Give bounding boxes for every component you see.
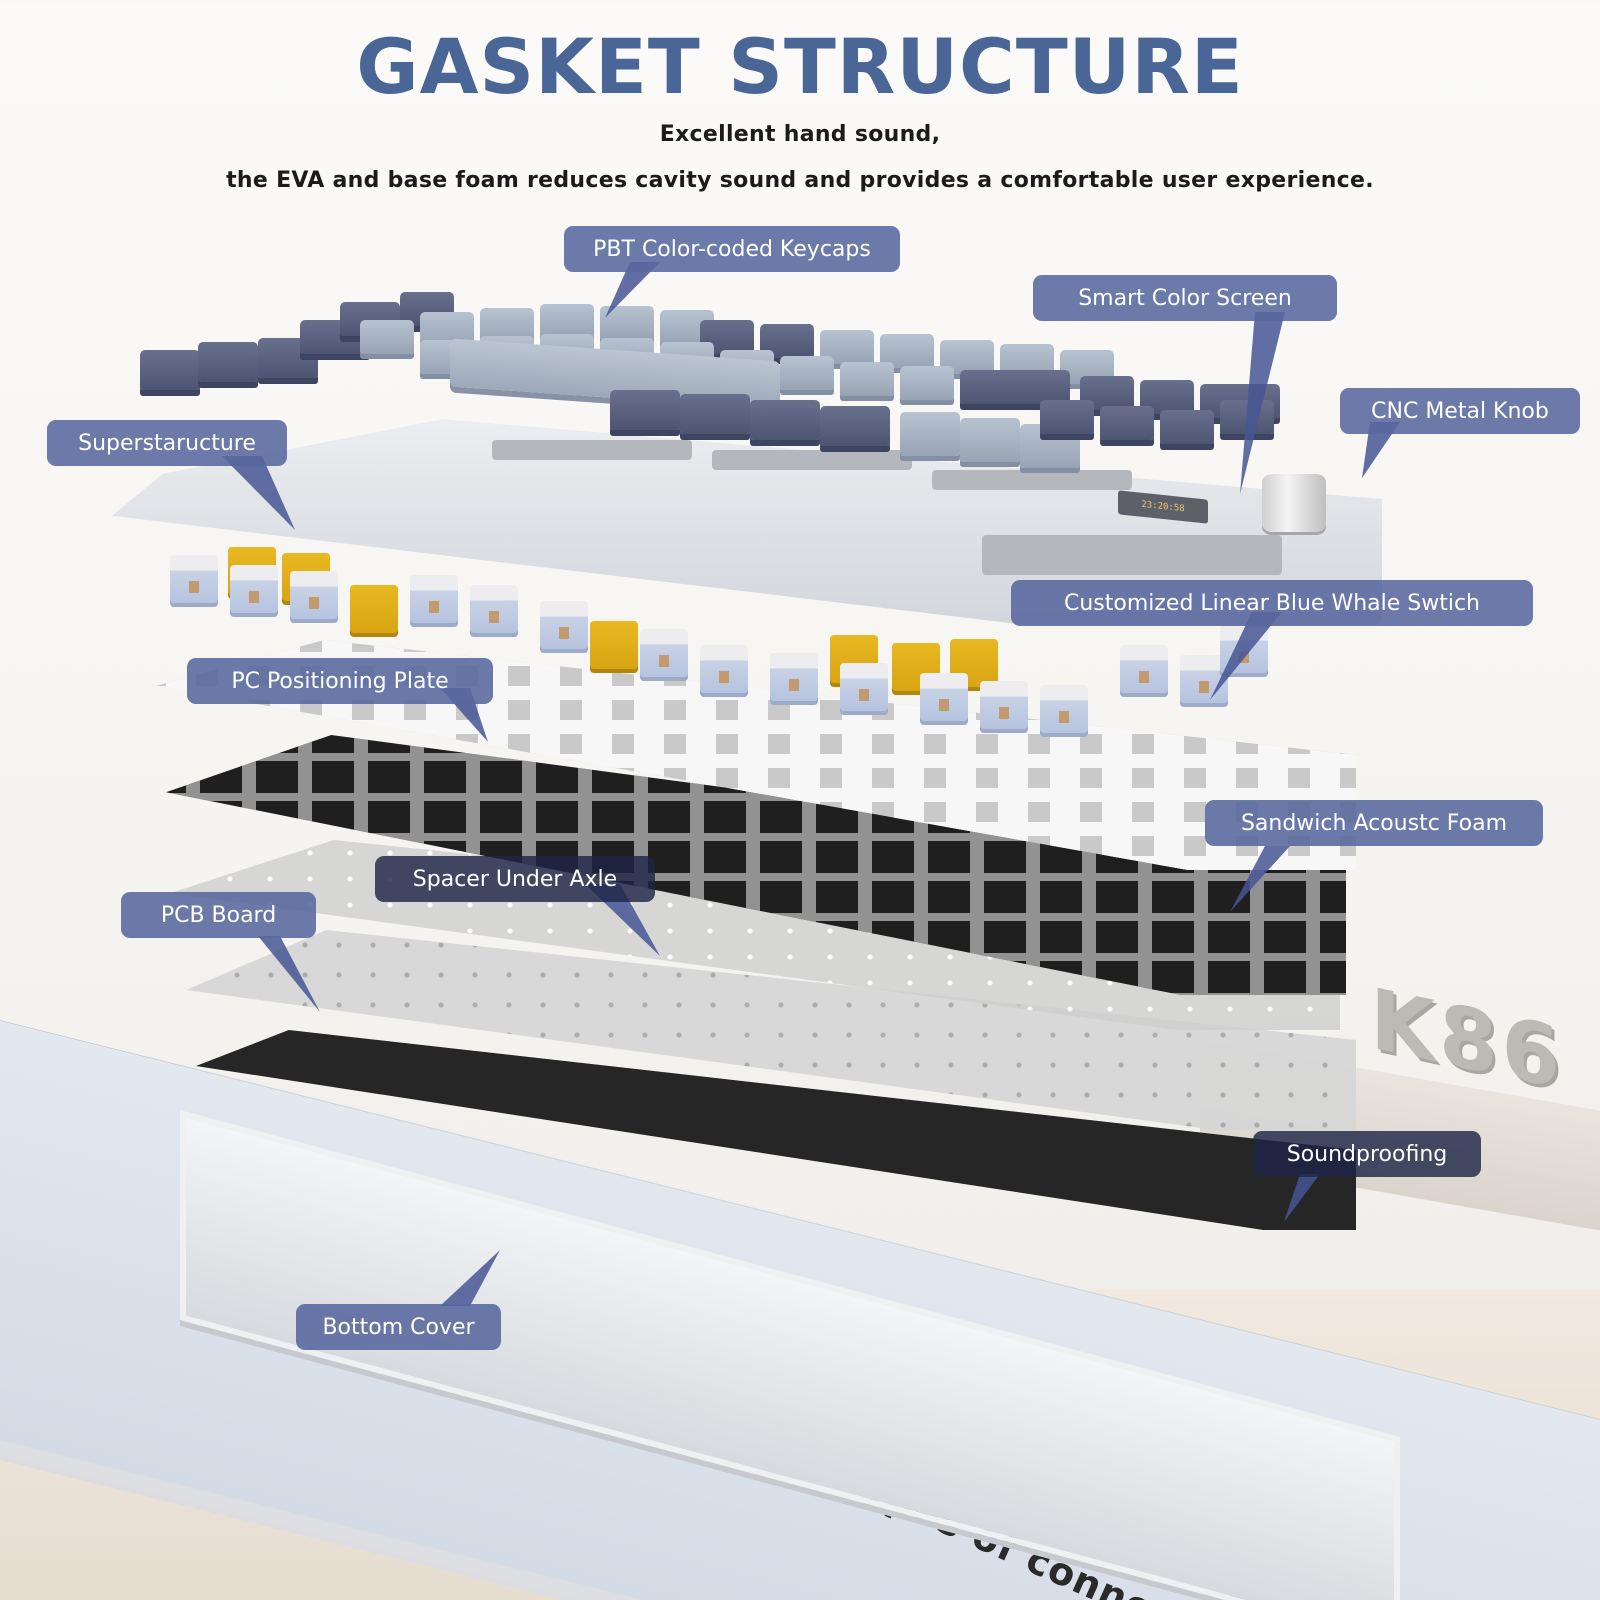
switch xyxy=(770,653,818,705)
keycap xyxy=(900,412,960,456)
frame-slot xyxy=(932,470,1132,490)
cnc-metal-knob xyxy=(1262,474,1326,532)
keycap xyxy=(750,400,820,440)
keycap xyxy=(1100,406,1154,440)
keycap xyxy=(540,304,594,338)
callout-soundproofing: Soundproofing xyxy=(1253,1131,1481,1177)
keycap xyxy=(820,406,890,446)
keycap xyxy=(610,390,680,430)
keycap xyxy=(960,418,1020,462)
superstructure-frame xyxy=(112,415,1382,625)
keycap xyxy=(1160,410,1214,444)
switch xyxy=(470,585,518,637)
stabilizer xyxy=(590,621,638,673)
callout-sandwich-acoustic-foam: Sandwich Acoustc Foam xyxy=(1205,800,1543,846)
switch xyxy=(540,601,588,653)
page-title: GASKET STRUCTURE xyxy=(356,22,1244,111)
switch xyxy=(170,555,218,607)
stabilizer xyxy=(350,585,398,637)
keycap xyxy=(960,370,1070,404)
callout-pcb-board: PCB Board xyxy=(121,892,316,938)
switch xyxy=(230,565,278,617)
keycap xyxy=(1040,400,1094,434)
frame-slot xyxy=(712,450,912,470)
switch xyxy=(410,575,458,627)
callout-keycaps: PBT Color-coded Keycaps xyxy=(564,226,900,272)
keycap xyxy=(360,320,414,354)
switch xyxy=(840,663,888,715)
keycap xyxy=(140,350,200,390)
callout-superstructure: Superstaructure xyxy=(47,420,287,466)
keycaps-layer xyxy=(140,290,1290,470)
callout-smart-color-screen: Smart Color Screen xyxy=(1033,275,1337,321)
callout-linear-switch: Customized Linear Blue Whale Swtich xyxy=(1011,580,1533,626)
keycap xyxy=(840,362,894,396)
subtitle-line-1: Excellent hand sound, xyxy=(659,122,941,147)
callout-pc-positioning-plate: PC Positioning Plate xyxy=(187,658,493,704)
switch xyxy=(1040,685,1088,737)
callout-cnc-metal-knob: CNC Metal Knob xyxy=(1340,388,1580,434)
switch xyxy=(640,629,688,681)
keycap xyxy=(680,394,750,434)
switch xyxy=(1120,645,1168,697)
keycap xyxy=(198,342,258,382)
switch xyxy=(920,673,968,725)
subtitle-line-2: the EVA and base foam reduces cavity sou… xyxy=(226,168,1374,193)
callout-bottom-cover: Bottom Cover xyxy=(296,1304,501,1350)
switch xyxy=(290,571,338,623)
frame-slot xyxy=(982,535,1282,575)
keycap xyxy=(780,356,834,390)
callout-spacer-under-axle: Spacer Under Axle xyxy=(375,856,655,902)
switch xyxy=(980,681,1028,733)
switch xyxy=(700,645,748,697)
keycap xyxy=(900,366,954,400)
frame-slot xyxy=(492,440,692,460)
